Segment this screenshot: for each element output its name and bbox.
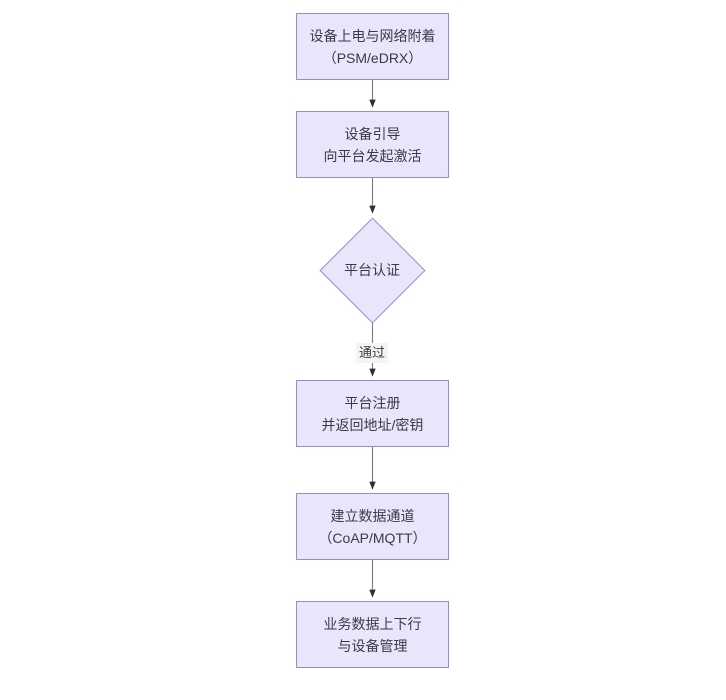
node-power-on-line-1: 设备上电与网络附着: [309, 27, 436, 44]
node-service-data[interactable]: 业务数据上下行 与设备管理: [296, 601, 449, 668]
node-platform-register[interactable]: 平台注册 并返回地址/密钥: [296, 380, 449, 447]
node-data-channel-line-1: 建立数据通道: [330, 507, 415, 524]
node-power-on-line-2: （PSM/eDRX）: [322, 49, 423, 66]
node-data-channel[interactable]: 建立数据通道 （CoAP/MQTT）: [296, 493, 449, 560]
node-power-on[interactable]: 设备上电与网络附着 （PSM/eDRX）: [296, 13, 449, 80]
node-service-data-line-1: 业务数据上下行: [323, 615, 422, 632]
node-platform-auth-label: 平台认证: [344, 262, 400, 278]
node-bootstrap-line-1: 设备引导: [344, 125, 401, 142]
node-platform-register-line-2: 并返回地址/密钥: [321, 416, 424, 433]
edge-label-pass: 通过: [356, 343, 389, 363]
node-platform-auth[interactable]: 平台认证: [318, 216, 426, 324]
node-data-channel-line-2: （CoAP/MQTT）: [318, 529, 427, 546]
node-bootstrap-line-2: 向平台发起激活: [323, 147, 422, 164]
node-platform-register-line-1: 平台注册: [344, 394, 401, 411]
node-bootstrap[interactable]: 设备引导 向平台发起激活: [296, 111, 449, 178]
node-service-data-line-2: 与设备管理: [337, 637, 408, 654]
